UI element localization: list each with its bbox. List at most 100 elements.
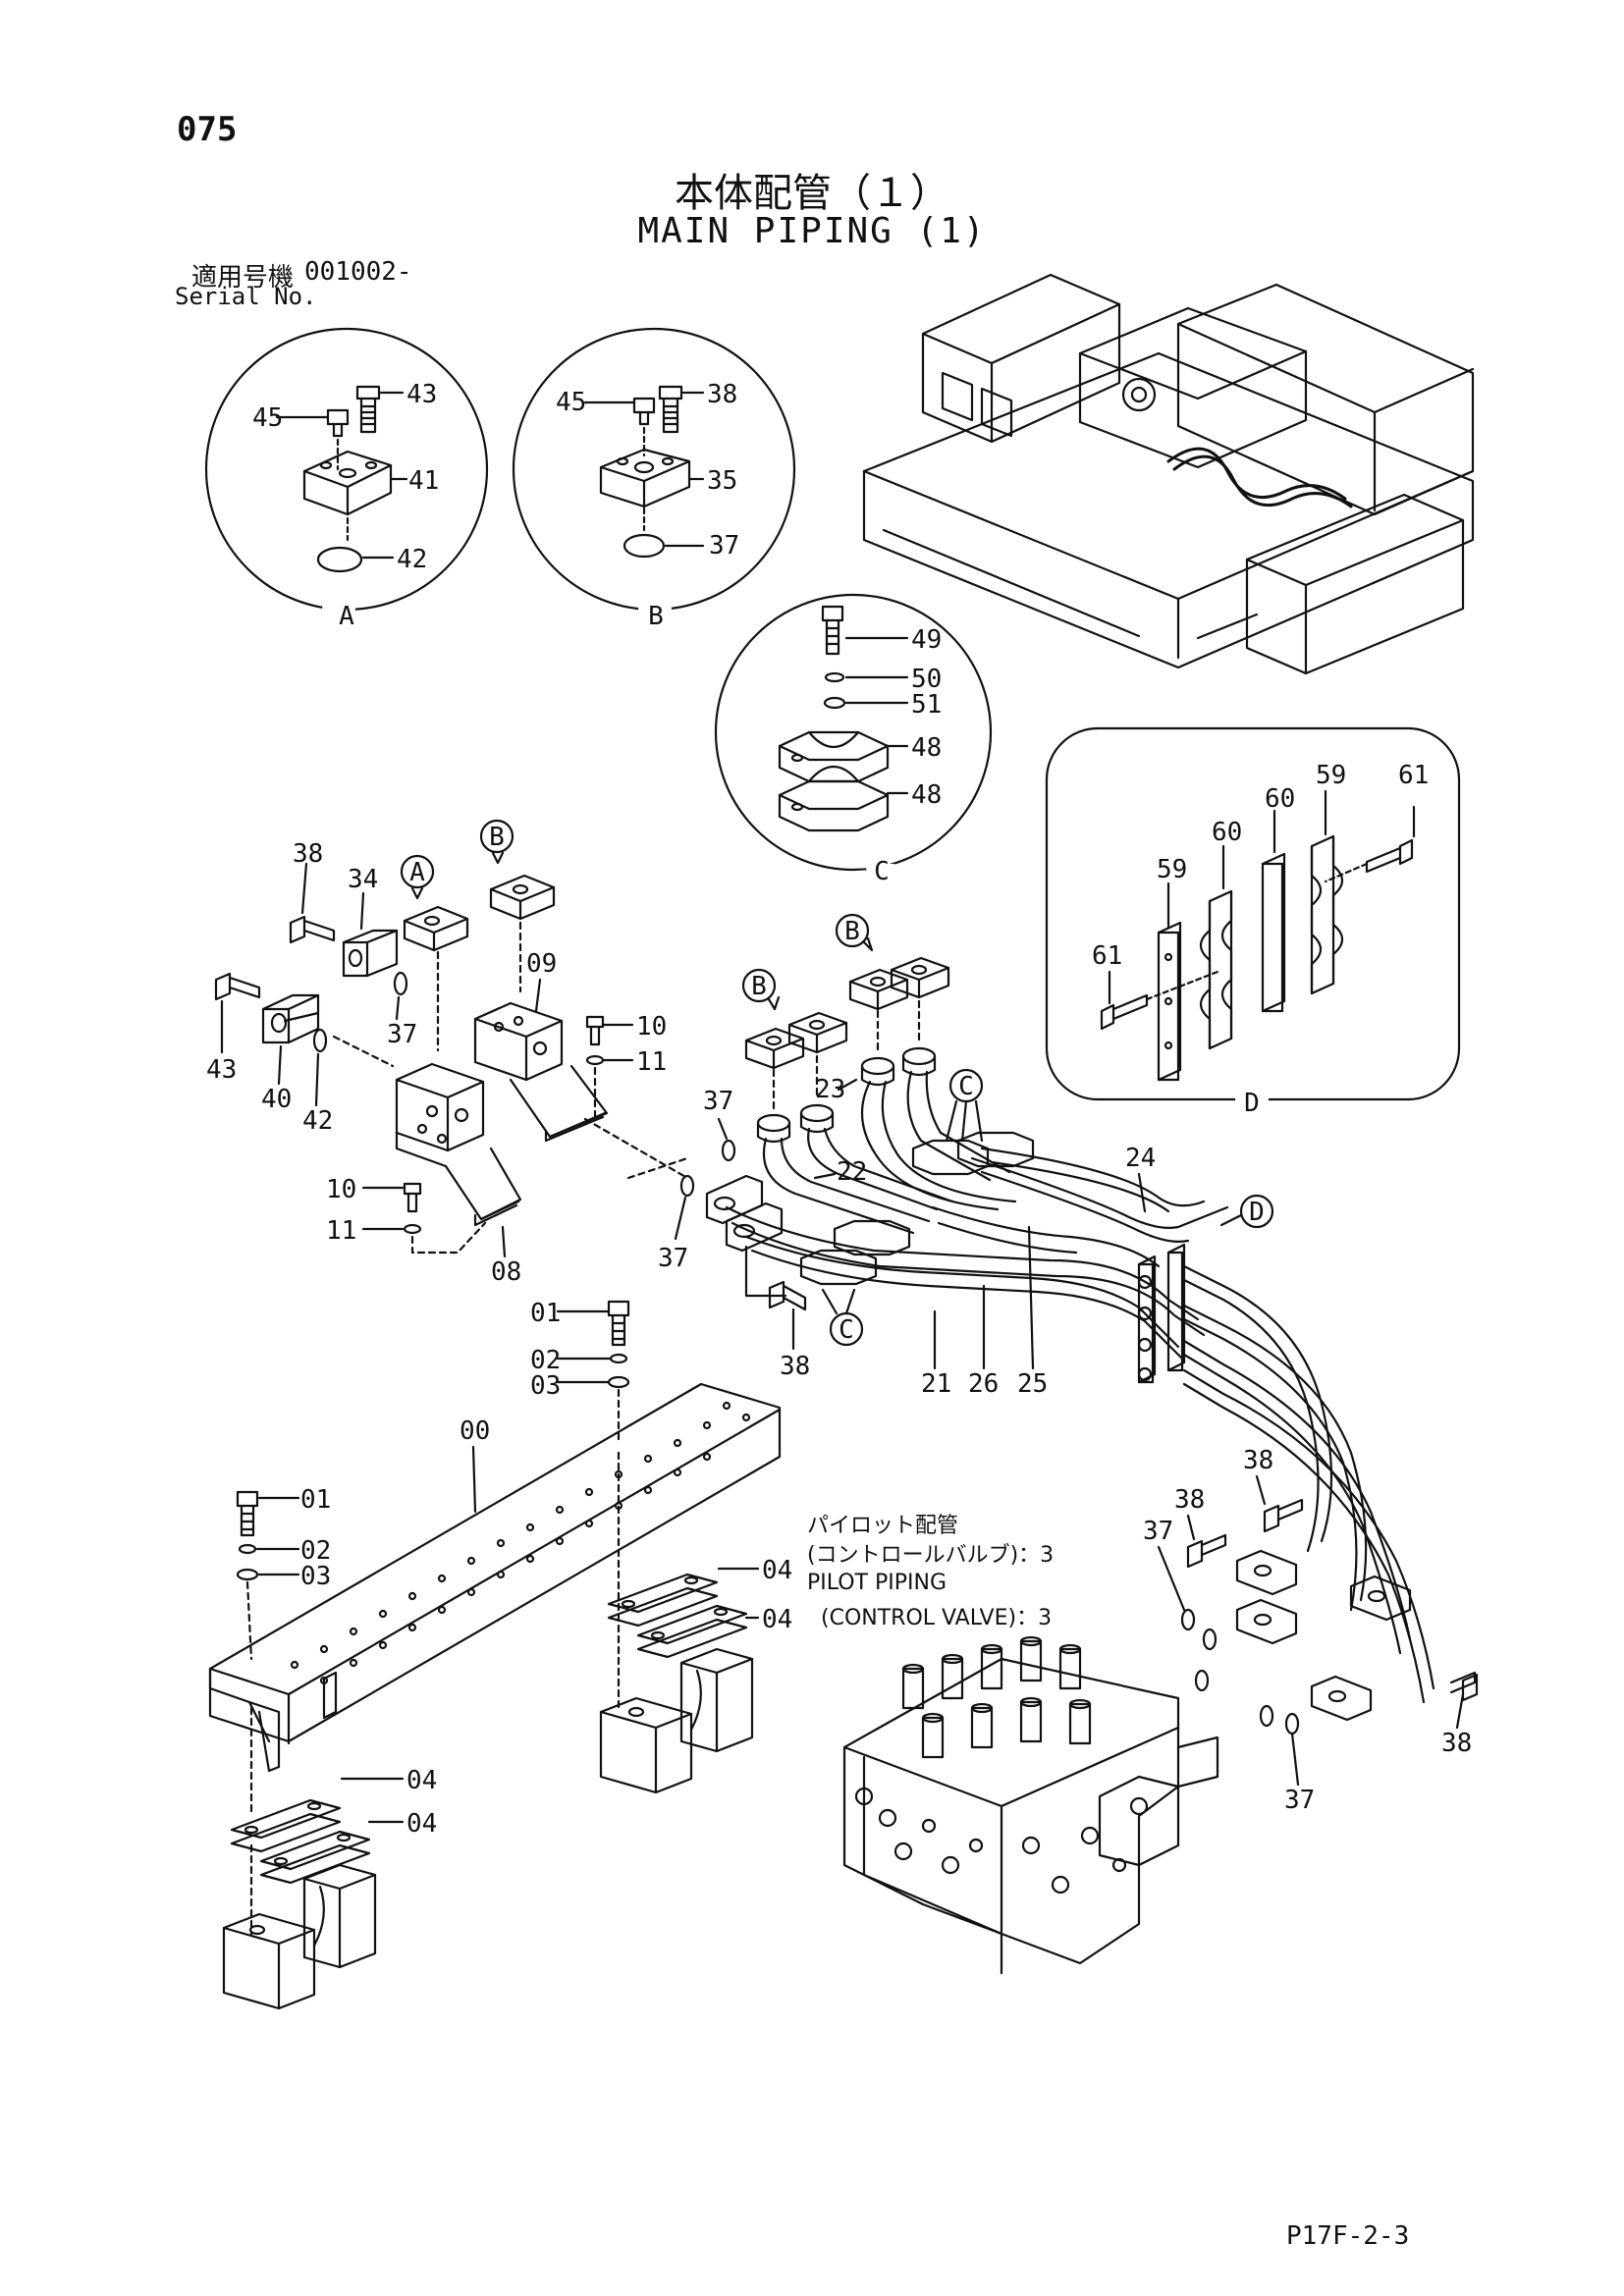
callout-03: 03 [300,1562,331,1591]
shim-plate-icon [607,1573,748,1659]
washer-icon [823,696,846,710]
callout-50: 50 [911,665,942,694]
washer-icon [403,1223,422,1235]
bolt-icon [585,1015,605,1046]
pilot-note-en-sub: (CONTROL VALVE)：3 [821,1606,1053,1630]
ref-b-label: B [751,972,767,1001]
flange-icon [342,929,399,978]
pipe-flange-icon [756,1046,937,1144]
callout-04: 04 [762,1605,792,1634]
o-ring-icon [312,1028,328,1053]
pilot-note-en: PILOT PIPING [807,1571,947,1595]
port-icon [854,1787,1149,1895]
callout-59: 59 [1316,761,1346,790]
clamp-plate-icon [1157,921,1182,1082]
mount-block-icon [599,1647,754,1794]
callout-22: 22 [837,1157,867,1187]
clamp-half-icon [1310,834,1344,995]
o-ring-icon [679,1174,695,1198]
o-ring-icon [721,1139,736,1162]
callout-42: 42 [397,545,427,574]
ref-b-label: B [844,917,860,946]
callout-21: 21 [921,1369,951,1399]
split-flange-icon [489,874,556,921]
o-ring-icon [1180,1608,1300,1735]
pilot-note-jp-sub: (コントロールバルブ)：3 [807,1543,1055,1568]
machine-overview [862,273,1475,675]
serial-number-value: 001002- [304,257,412,287]
callout-38: 38 [293,839,323,869]
figure-code: P17F-2-3 [1286,2221,1410,2251]
bolt-icon [1186,1498,1479,1702]
pipe-flange-icon [705,1174,787,1298]
callout-60: 60 [1212,818,1242,847]
callout-02: 02 [300,1536,331,1566]
clamp-half-icon [1199,889,1233,1050]
split-flange-icon [403,905,469,952]
ref-c-label: C [839,1315,854,1345]
detail-c-circle [714,593,993,872]
pipe-clamp-icon [1137,1243,1186,1384]
manifold-block-icon [395,1062,522,1227]
bolt-icon [607,1300,630,1347]
bolt-icon [326,408,350,471]
bolt-icon [355,385,381,434]
callout-37: 37 [709,531,739,561]
serial-label-japanese: 適用号機 [191,263,295,293]
detail-a [204,327,489,612]
ref-a-circle [400,854,435,889]
ref-b-circle [835,913,870,948]
hole-pattern [290,1401,751,1685]
callout-00: 00 [460,1416,490,1446]
callout-09: 09 [526,949,557,979]
callout-04: 04 [406,1766,437,1795]
bolt-icon [403,1182,422,1213]
callout-45: 45 [556,388,586,417]
callout-38: 38 [780,1352,810,1381]
flange-icon [261,993,320,1044]
callout-11: 11 [636,1047,667,1077]
callout-10: 10 [326,1175,356,1204]
callout-40: 40 [261,1085,292,1114]
support-beam-icon [208,1382,782,1773]
callout-38: 38 [1174,1485,1205,1515]
callout-02: 02 [530,1346,561,1375]
detail-d-label: D [1244,1089,1260,1118]
callout-49: 49 [911,625,942,655]
o-ring-icon [623,533,666,559]
hydraulic-pipe [1182,1264,1435,1704]
clamp-half-icon [778,730,890,783]
callout-25: 25 [1017,1369,1048,1399]
callout-04: 04 [406,1809,437,1839]
pipe-clamp-icon [799,1131,1035,1286]
clamp-plate-icon [1261,852,1286,1013]
callout-11: 11 [326,1216,356,1246]
callout-01: 01 [300,1485,331,1515]
ref-a-label: A [409,858,425,887]
serial-label-english: Serial No. [175,283,317,310]
bolt-icon [632,397,656,457]
washer-icon [607,1375,630,1389]
callout-37: 37 [387,1020,417,1049]
callout-08: 08 [491,1257,521,1287]
callout-41: 41 [408,466,439,496]
page-number: 075 [177,110,238,149]
callout-43: 43 [206,1055,237,1085]
ref-b-label: B [489,823,505,852]
detail-c-label: C [874,857,890,886]
detail-a-label: A [339,602,354,631]
ref-b-circle [479,819,514,854]
detail-b-label: B [648,602,664,631]
callout-37: 37 [658,1244,688,1273]
washer-icon [238,1543,257,1555]
hydraulic-pipe [725,1147,1229,1362]
ref-c-label: C [958,1072,974,1101]
callout-43: 43 [406,380,437,409]
callout-23: 23 [815,1075,845,1104]
callout-48: 48 [911,733,942,763]
detail-b-circle [512,327,796,612]
callout-01: 01 [530,1299,561,1328]
detail-d-frame [1045,726,1461,1101]
callout-03: 03 [530,1371,561,1401]
